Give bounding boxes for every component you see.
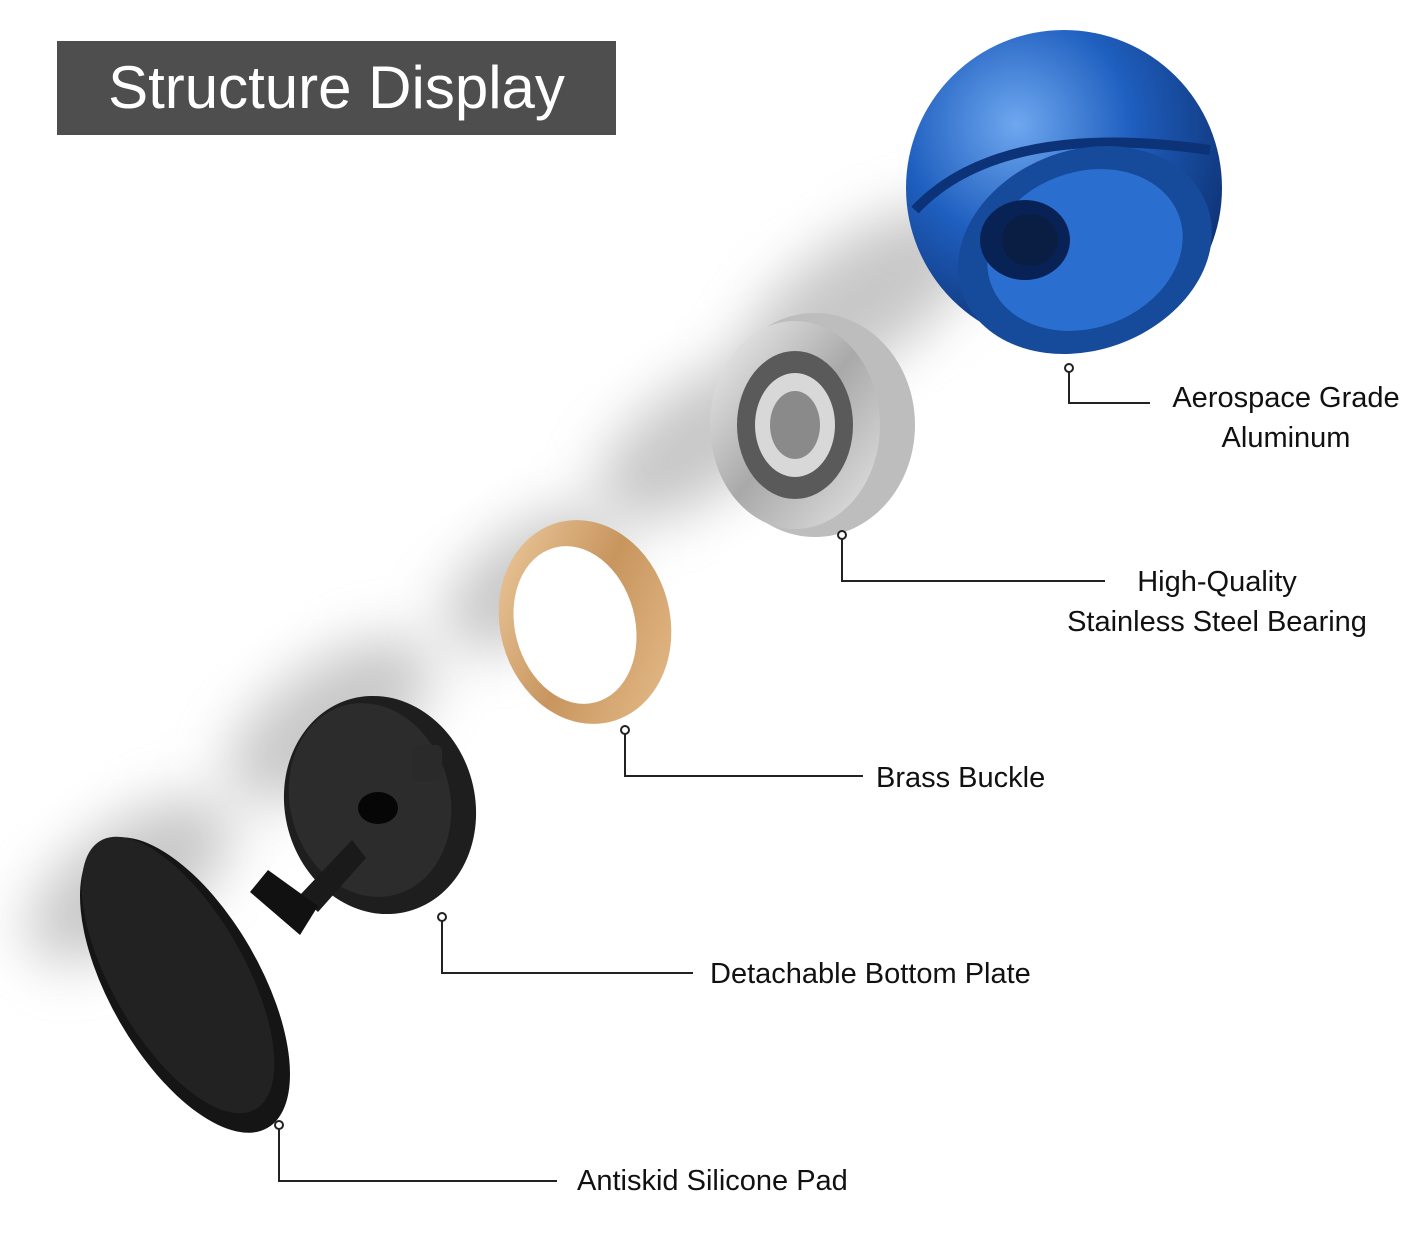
leader-line-aluminum (1068, 368, 1150, 404)
leader-line-bearing (841, 535, 1105, 582)
page-title: Structure Display (108, 54, 565, 121)
brass-buckle-illustration (498, 520, 672, 724)
leader-line-plate (441, 917, 693, 974)
leader-dot-aluminum (1064, 363, 1074, 373)
leader-dot-bearing (837, 530, 847, 540)
label-aluminum: Aerospace Grade Aluminum (1172, 382, 1400, 454)
leader-lines (274, 363, 1150, 1182)
steel-bearing-illustration (710, 313, 915, 537)
label-bearing: High-Quality Stainless Steel Bearing (1067, 566, 1367, 638)
label-brass: Brass Buckle (876, 762, 1046, 794)
label-pad: Antiskid Silicone Pad (577, 1165, 848, 1197)
leader-dot-brass (620, 725, 630, 735)
leader-line-pad (278, 1125, 557, 1182)
leader-dot-pad (274, 1120, 284, 1130)
aluminum-ball-illustration (906, 30, 1222, 354)
leader-dot-plate (437, 912, 447, 922)
bottom-plate-illustration (250, 695, 477, 935)
leader-line-brass (624, 730, 863, 777)
silicone-pad-illustration (80, 836, 290, 1133)
label-plate: Detachable Bottom Plate (710, 958, 1031, 990)
title-banner: Structure Display (57, 41, 616, 135)
